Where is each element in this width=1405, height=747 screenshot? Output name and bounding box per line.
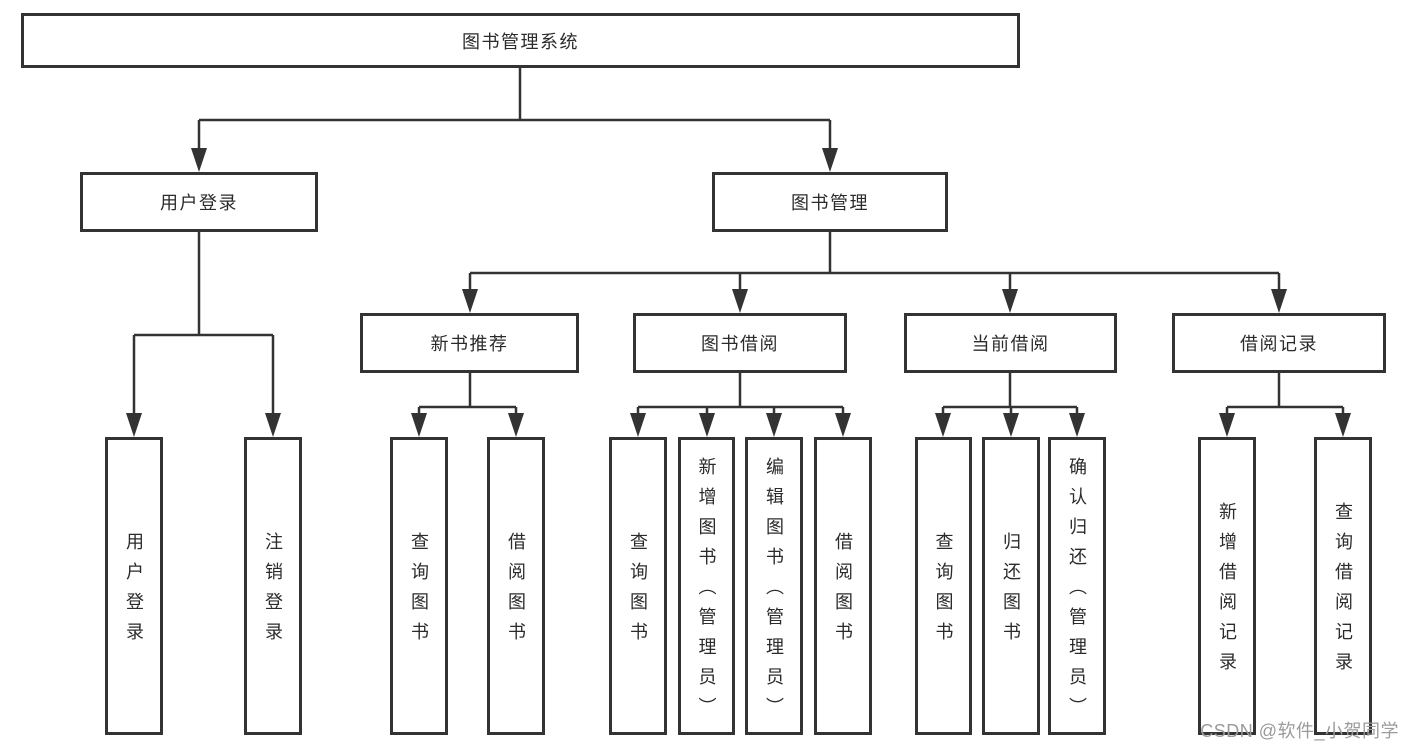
arrowhead-icons: [126, 148, 1351, 437]
leaf-user-login: 用户登录: [105, 437, 163, 735]
node-label: 图书管理系统: [462, 31, 579, 52]
leaf-add-books-admin: 新增图书（管理员）: [678, 437, 735, 735]
node-label: 查询图书: [628, 532, 648, 652]
node-label: 新增图书（管理员）: [696, 457, 717, 727]
leaf-borrow-books: 借阅图书: [814, 437, 872, 735]
node-new-book-recommend: 新书推荐: [360, 313, 579, 373]
node-label: 图书借阅: [701, 334, 779, 354]
node-label: 新增借阅记录: [1217, 502, 1237, 682]
node-user-login: 用户登录: [80, 172, 318, 232]
node-borrow-records: 借阅记录: [1172, 313, 1386, 373]
node-label: 注销登录: [263, 532, 283, 652]
node-label: 查询图书: [933, 532, 954, 652]
node-label: 编辑图书（管理员）: [764, 457, 784, 727]
leaf-query-books-recommend: 查询图书: [390, 437, 448, 735]
node-current-borrowing: 当前借阅: [904, 313, 1117, 373]
leaf-confirm-return-admin: 确认归还（管理员）: [1048, 437, 1106, 735]
leaf-borrow-books-recommend: 借阅图书: [487, 437, 545, 735]
node-label: 查询借阅记录: [1333, 502, 1353, 682]
node-label: 借阅图书: [833, 532, 853, 652]
leaf-logout: 注销登录: [244, 437, 302, 735]
node-label: 新书推荐: [430, 334, 509, 354]
node-label: 借阅记录: [1240, 334, 1318, 354]
node-label: 确认归还（管理员）: [1067, 457, 1087, 727]
node-book-management: 图书管理: [712, 172, 948, 232]
csdn-watermark: CSDN @软件_小贺同学: [1200, 721, 1399, 741]
node-label: 图书管理: [791, 193, 869, 213]
node-label: 查询图书: [409, 532, 429, 652]
node-library-system: 图书管理系统: [21, 13, 1020, 68]
leaf-return-books: 归还图书: [982, 437, 1040, 735]
leaf-query-books-current: 查询图书: [915, 437, 972, 735]
node-label: 用户登录: [160, 193, 238, 213]
leaf-query-borrow-record: 查询借阅记录: [1314, 437, 1372, 735]
node-label: 用户登录: [124, 532, 144, 652]
node-book-borrowing: 图书借阅: [633, 313, 847, 373]
node-label: 归还图书: [1001, 532, 1021, 652]
node-label: 借阅图书: [506, 532, 526, 652]
leaf-query-books-borrowing: 查询图书: [609, 437, 667, 735]
node-label: 当前借阅: [971, 334, 1050, 354]
leaf-edit-books-admin: 编辑图书（管理员）: [745, 437, 803, 735]
leaf-add-borrow-record: 新增借阅记录: [1198, 437, 1256, 735]
